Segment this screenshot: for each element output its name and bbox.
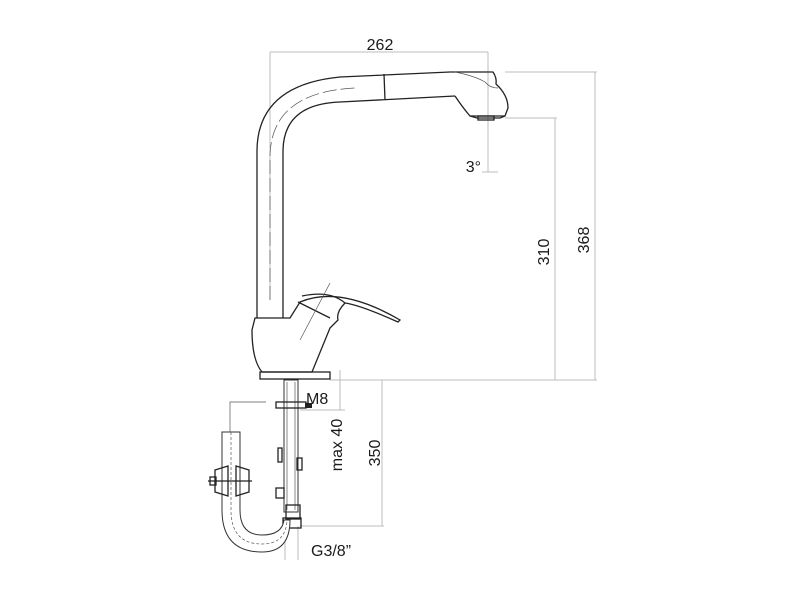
hose-length-label: 350	[367, 440, 384, 467]
outlet-height-label: 310	[536, 239, 553, 266]
faucet-body	[251, 282, 402, 380]
thread-label: M8	[306, 391, 328, 408]
spout	[256, 71, 509, 318]
connection-label: G3/8”	[311, 543, 351, 560]
spout-reach-label: 262	[367, 37, 394, 54]
max-thickness-label: max 40	[329, 419, 346, 472]
dimension-lines	[269, 51, 597, 560]
angle-label: 3°	[466, 159, 481, 176]
total-height-label: 368	[576, 227, 593, 254]
supply-hoses	[208, 379, 312, 553]
